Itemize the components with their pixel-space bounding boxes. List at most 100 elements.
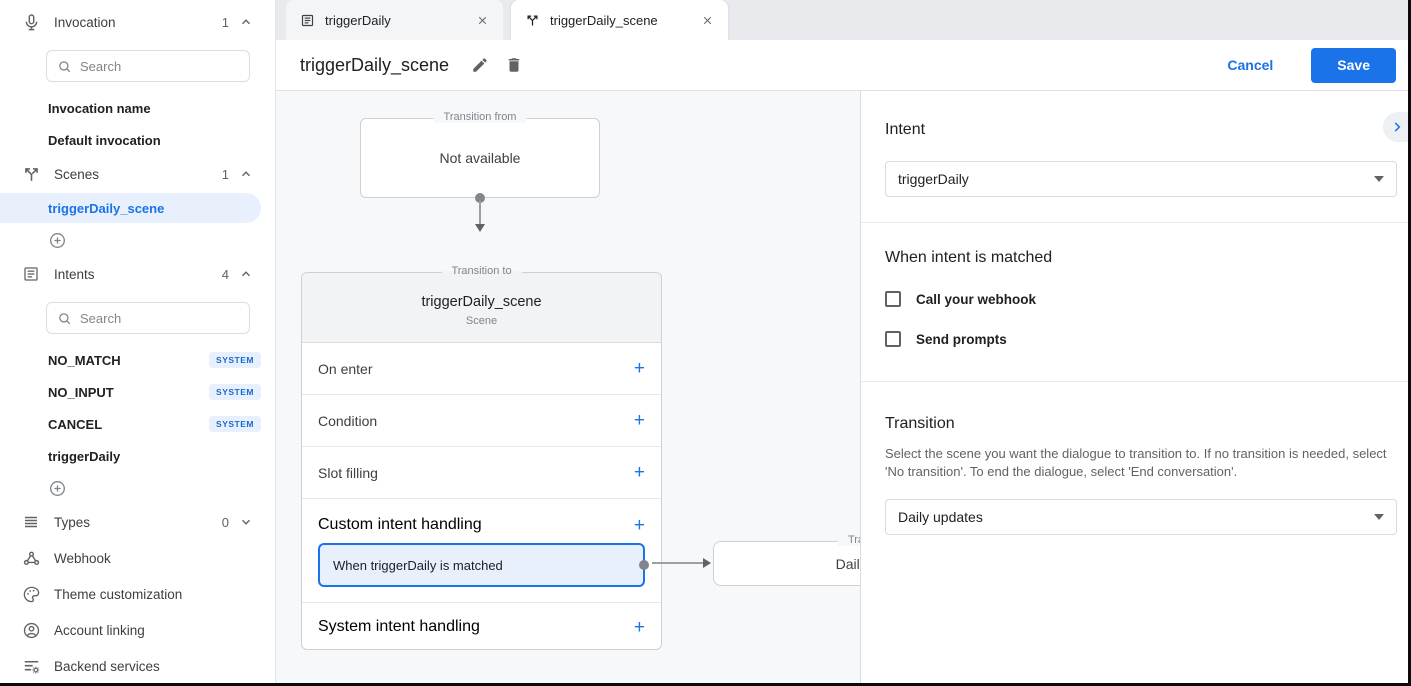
- sidebar-section-types[interactable]: Types 0: [0, 504, 275, 540]
- send-prompts-checkbox-row[interactable]: Send prompts: [885, 331, 1397, 347]
- tab-triggerdaily-scene[interactable]: triggerDaily_scene: [511, 0, 728, 40]
- transition-from-box: Transition from Not available: [360, 111, 600, 198]
- sidebar-item-invocation-name[interactable]: Invocation name: [48, 100, 151, 116]
- checkbox-unchecked[interactable]: [885, 331, 901, 347]
- plus-circle-icon: [48, 479, 67, 498]
- add-on-enter-icon[interactable]: +: [633, 358, 645, 379]
- panel-divider: [861, 222, 1411, 223]
- call-webhook-checkbox-row[interactable]: Call your webhook: [885, 291, 1397, 307]
- types-list-icon: [20, 511, 42, 533]
- intents-search[interactable]: [46, 302, 250, 334]
- add-intent-button[interactable]: [0, 472, 275, 504]
- intent-heading: Intent: [885, 121, 926, 138]
- sidebar-item-triggerdaily[interactable]: triggerDaily: [48, 448, 121, 464]
- add-condition-icon[interactable]: +: [633, 410, 645, 431]
- system-badge: SYSTEM: [209, 352, 261, 368]
- sidebar: Invocation 1 Invocation name Default inv…: [0, 0, 276, 686]
- transition-dropdown[interactable]: Daily updates: [885, 499, 1397, 535]
- cancel-button[interactable]: Cancel: [1215, 49, 1285, 81]
- sidebar-item-theme-customization[interactable]: Theme customization: [0, 576, 275, 612]
- row-condition[interactable]: Condition +: [302, 395, 661, 447]
- connector-line: [652, 562, 703, 564]
- intent-tab-icon: [300, 13, 315, 28]
- transition-target-card[interactable]: Transition to Daily updates: [713, 534, 860, 586]
- section-count: 4: [221, 266, 229, 282]
- plus-circle-icon: [48, 231, 67, 250]
- scene-tab-icon: [525, 13, 540, 28]
- intent-editor-panel: Intent triggerDaily When intent is match…: [860, 91, 1411, 686]
- connector-dot: [475, 193, 485, 203]
- section-label: Types: [54, 514, 91, 530]
- scene-card-subtitle: Scene: [465, 315, 498, 327]
- sidebar-item-backend-services[interactable]: Backend services: [0, 648, 275, 684]
- sidebar-section-invocation[interactable]: Invocation 1: [0, 4, 275, 40]
- delete-trash-icon[interactable]: [497, 48, 531, 82]
- intent-dropdown-value: triggerDaily: [898, 171, 969, 187]
- search-icon: [57, 311, 72, 326]
- row-on-enter[interactable]: On enter +: [302, 343, 661, 395]
- palette-icon: [20, 583, 42, 605]
- selected-scene-pill: triggerDaily_scene: [0, 193, 261, 223]
- scene-card-title: triggerDaily_scene: [421, 294, 542, 310]
- sidebar-item-default-invocation[interactable]: Default invocation: [48, 132, 161, 148]
- page-title: triggerDaily_scene: [300, 54, 450, 75]
- checkbox-label: Send prompts: [916, 331, 1007, 347]
- connector-dot: [639, 560, 649, 570]
- add-custom-intent-icon[interactable]: +: [633, 514, 645, 536]
- add-slot-filling-icon[interactable]: +: [633, 462, 645, 483]
- section-count: 1: [221, 14, 229, 30]
- system-badge: SYSTEM: [209, 384, 261, 400]
- custom-intent-handling-section: Custom intent handling + When triggerDai…: [302, 499, 661, 603]
- tab-strip: triggerDaily triggerDaily_scene: [276, 0, 1411, 40]
- transition-from-content: Not available: [439, 150, 521, 166]
- content-row: Transition from Not available Transition…: [276, 91, 1411, 686]
- search-input[interactable]: [80, 310, 210, 326]
- custom-intent-handling-row[interactable]: Custom intent handling +: [318, 514, 645, 536]
- checkbox-unchecked[interactable]: [885, 291, 901, 307]
- collapse-panel-button[interactable]: [1383, 112, 1411, 142]
- section-label: Intents: [54, 266, 95, 282]
- sidebar-item-account-linking[interactable]: Account linking: [0, 612, 275, 648]
- scene-header: triggerDaily_scene Cancel Save: [276, 40, 1411, 91]
- system-intent-handling-row[interactable]: System intent handling +: [318, 616, 645, 638]
- main-area: triggerDaily triggerDaily_scene triggerD…: [276, 0, 1411, 686]
- system-badge: SYSTEM: [209, 416, 261, 432]
- search-input[interactable]: [80, 58, 210, 74]
- intents-article-icon: [20, 263, 42, 285]
- chevron-up-icon: [239, 15, 253, 29]
- sidebar-item-no-input[interactable]: NO_INPUT SYSTEM: [0, 376, 275, 408]
- section-count: 0: [221, 514, 229, 530]
- sidebar-item-triggerdaily-scene[interactable]: triggerDaily_scene: [0, 192, 275, 224]
- backend-services-icon: [20, 655, 42, 677]
- chevron-down-icon: [239, 515, 253, 529]
- sidebar-item-cancel[interactable]: CANCEL SYSTEM: [0, 408, 275, 440]
- scene-split-icon: [20, 163, 42, 185]
- transition-to-legend: Transition to: [441, 265, 522, 277]
- sidebar-item-webhook[interactable]: Webhook: [0, 540, 275, 576]
- connector-line: [479, 201, 481, 225]
- transition-dropdown-value: Daily updates: [898, 509, 983, 525]
- row-slot-filling[interactable]: Slot filling +: [302, 447, 661, 499]
- account-circle-icon: [20, 619, 42, 641]
- sidebar-item-no-match[interactable]: NO_MATCH SYSTEM: [0, 344, 275, 376]
- tab-triggerdaily[interactable]: triggerDaily: [286, 0, 503, 40]
- search-icon: [57, 59, 72, 74]
- invocation-search[interactable]: [46, 50, 250, 82]
- add-scene-button[interactable]: [0, 224, 275, 256]
- when-matched-heading: When intent is matched: [885, 249, 1053, 266]
- panel-divider: [861, 381, 1411, 382]
- scene-flow-canvas: Transition from Not available Transition…: [276, 91, 860, 686]
- save-button[interactable]: Save: [1311, 47, 1396, 83]
- add-system-intent-icon[interactable]: +: [633, 616, 645, 638]
- intent-dropdown[interactable]: triggerDaily: [885, 161, 1397, 197]
- sidebar-section-intents[interactable]: Intents 4: [0, 256, 275, 292]
- matched-intent-item[interactable]: When triggerDaily is matched: [318, 543, 649, 587]
- close-tab-icon[interactable]: [698, 11, 716, 29]
- close-tab-icon[interactable]: [473, 11, 491, 29]
- checkbox-label: Call your webhook: [916, 291, 1037, 307]
- sidebar-section-scenes[interactable]: Scenes 1: [0, 156, 275, 192]
- transition-to-legend: Transition to: [837, 534, 860, 546]
- edit-pencil-icon[interactable]: [463, 48, 497, 82]
- chevron-up-icon: [239, 267, 253, 281]
